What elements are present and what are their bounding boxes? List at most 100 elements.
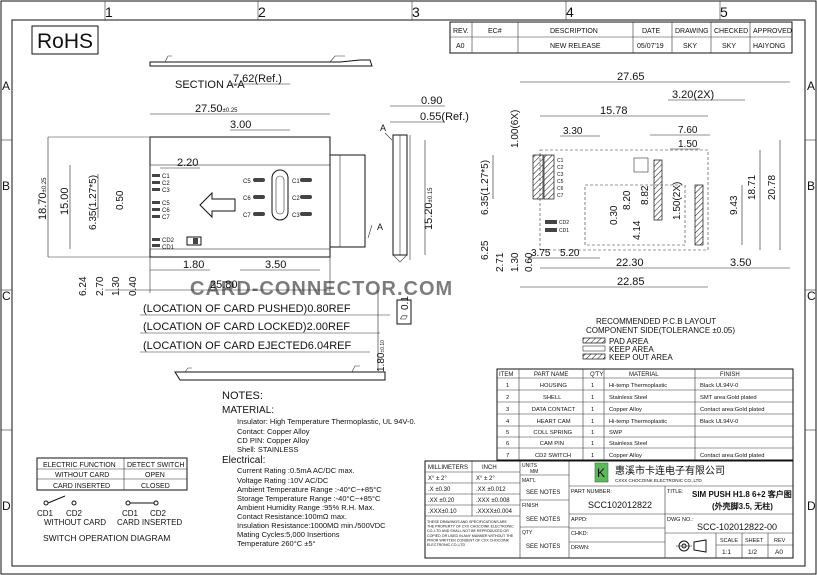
bom-cell-1-0: 2 [506, 395, 509, 401]
rev-header-rev: REV. [453, 28, 469, 35]
tb-scale: 1:1 [722, 549, 731, 556]
bom-cell-3-2: 1 [591, 419, 594, 425]
tb-finish-label: FINISH [522, 503, 539, 509]
electrical-line-6: Contact Resistance:100mΩ max. [237, 512, 347, 521]
switch-diagram: CD1 CD2 WITHOUT CARD CD1 CD2 CARD INSERT… [37, 495, 182, 543]
electrical-line-7: Insulation Resistance:1000MΩ min./500VDC [237, 521, 386, 530]
switch-row2-detect: CLOSED [141, 483, 170, 490]
row-label-a-right: A [807, 79, 815, 93]
tb-mat-value: SEE NOTES [526, 490, 560, 496]
electrical-line-4: Storage Temperature Range :-40°C~+85°C [237, 494, 381, 503]
side-view: 0.90 0.55(Ref.) 15.20±0.15 A ▱ 0.1 1.80±… [376, 95, 469, 372]
side-flatness-icon: ▱ [400, 312, 408, 323]
pcb-left-271: 2.71 [495, 252, 506, 272]
pcb-dim-760: 7.60 [678, 125, 698, 136]
bom-cell-6-4: Contact area:Gold plated [700, 453, 764, 459]
front-left-1500: 15.00 [59, 187, 71, 215]
front-contact-c7: C7 [162, 215, 170, 221]
front-left-1870: 18.70±0.25 [37, 177, 49, 220]
section-title: SECTION A-A [175, 79, 245, 91]
switch-right-cd1: CD1 [122, 509, 139, 518]
bom-cell-3-4: Black UL94V-0 [700, 419, 738, 425]
switch-table: ELECTRIC FUNCTION DETECT SWITCH WITHOUT … [36, 457, 188, 491]
pcb-cd2: CD2 [559, 220, 569, 226]
location-ejected: (LOCATION OF CARD EJECTED6.04REF [143, 340, 351, 352]
pcb-legend-keepout: KEEP OUT AREA [609, 353, 673, 362]
pcb-dim-100: 1.00(6X) [510, 110, 521, 148]
material-title: MATERIAL: [222, 405, 274, 416]
front-contact-c2: C2 [162, 181, 170, 187]
row-label-b-right: B [807, 179, 815, 193]
side-dim-090: 0.90 [421, 95, 442, 107]
bom-cell-2-4: Contact area:Gold plated [700, 407, 764, 413]
switch-left-cd2: CD2 [66, 509, 83, 518]
row-label-d-right: D [807, 499, 816, 513]
bom-cell-6-2: 1 [591, 453, 594, 459]
rev-cell-drawing: SKY [683, 43, 697, 50]
rev-cell-desc: NEW RELEASE [550, 43, 601, 50]
front-contact-c1: C1 [162, 174, 170, 180]
tb-units-label: UNITS [522, 463, 538, 469]
pcb-legend: RECOMMENDED P.C.B LAYOUT COMPONENT SIDE(… [582, 317, 735, 362]
location-pushed: (LOCATION OF CARD PUSHED)0.80REF [143, 303, 351, 315]
bom-cell-0-2: 1 [591, 383, 594, 389]
rev-header-date: DATE [642, 28, 660, 35]
notes-title: NOTES: [222, 390, 263, 402]
tb-appd-label: APPD: [571, 517, 588, 523]
location-locked: (LOCATION OF CARD LOCKED)2.00REF [143, 321, 350, 333]
company-logo-icon [594, 462, 609, 483]
bom-cell-4-2: 1 [591, 430, 594, 436]
pcb-dim-520: 5.20 [560, 248, 580, 259]
pcb-dim-375: 3.75 [531, 248, 551, 259]
tb-dwg-no: SCC-102012822-00 [697, 522, 777, 532]
col-label-3: 3 [412, 4, 420, 20]
pcb-contact-c2: C2 [557, 165, 564, 171]
pcb-contact-c6: C6 [557, 186, 564, 192]
rev-header-drawing: DRAWING [675, 28, 709, 35]
pcb-legend-subtitle: COMPONENT SIDE(TOLERANCE ±0.05) [586, 326, 735, 335]
front-view: 27.50±0.25 3.00 2.20 C1 C2 C3 C5 C6 C7 C… [37, 103, 383, 296]
front-pad-c1: C1 [292, 179, 300, 185]
rev-cell-approved: HAIYONG [753, 43, 785, 50]
bom-table [496, 368, 794, 461]
front-pad-c2: C2 [292, 196, 300, 202]
switch-diagram-title: SWITCH OPERATION DIAGRAM [43, 533, 170, 543]
pcb-left-060: 0.60 [524, 252, 535, 272]
section-view: SECTION A-A 7.62(Ref.) [149, 55, 373, 91]
pcb-layout: 27.65 3.20(2X) 15.78 1.00(6X) 3.30 7.60 … [480, 71, 790, 288]
pcb-dim-350: 3.50 [730, 257, 751, 269]
tb-company-cn: 惠溪市卡连电子有限公司 [615, 464, 725, 477]
electrical-title: Electrical: [222, 455, 265, 466]
pcb-dim-820: 8.20 [622, 190, 633, 210]
electrical-line-2: Voltage Rating :10V AC/DC [237, 476, 329, 485]
company-logo-glyph: K [597, 466, 605, 480]
pcb-dim-882: 8.82 [640, 185, 651, 205]
front-bottom-040: 0.40 [128, 276, 139, 296]
electrical-line-3: Ambient Temperature Range :-40°C~+85°C [237, 485, 382, 494]
tb-mat-label: MAT'L [522, 478, 536, 484]
side-section-mark: A [380, 123, 386, 133]
switch-row1-function: WITHOUT CARD [55, 472, 109, 479]
tb-drwn-label: DRWN: [571, 545, 590, 551]
bom-header-4: FINISH [720, 372, 740, 378]
col-label-2: 2 [258, 4, 266, 20]
front-dim-350: 3.50 [265, 259, 286, 271]
switch-row1-detect: OPEN [145, 472, 165, 479]
tb-tol-in-3: .XXX ±0.008 [476, 498, 510, 504]
bom-header-0: ITEM [499, 372, 513, 378]
tb-proprietary: THESE DRAWINGS AND SPECIFICATIONS ARE TH… [427, 520, 514, 547]
pcb-dim-320: 3.20(2X) [672, 89, 714, 101]
pcb-contact-c1: C1 [557, 158, 564, 164]
pcb-dim-2285: 22.85 [617, 276, 645, 288]
tb-rev: A0 [775, 549, 783, 556]
tb-mm-header: MILLIMETERS [428, 465, 468, 471]
switch-header-function: ELECTRIC FUNCTION [43, 462, 116, 469]
watermark-text: CARD-CONNECTOR.COM [190, 278, 453, 300]
front-dim-2580: 25.80 [210, 279, 238, 291]
pcb-left-130: 1.30 [510, 252, 521, 272]
bom-cell-0-1: HOUSING [540, 383, 568, 389]
pcb-dim-150-2x: 1.50(2X) [672, 182, 683, 220]
tb-chkd-label: CHKD: [571, 531, 589, 537]
